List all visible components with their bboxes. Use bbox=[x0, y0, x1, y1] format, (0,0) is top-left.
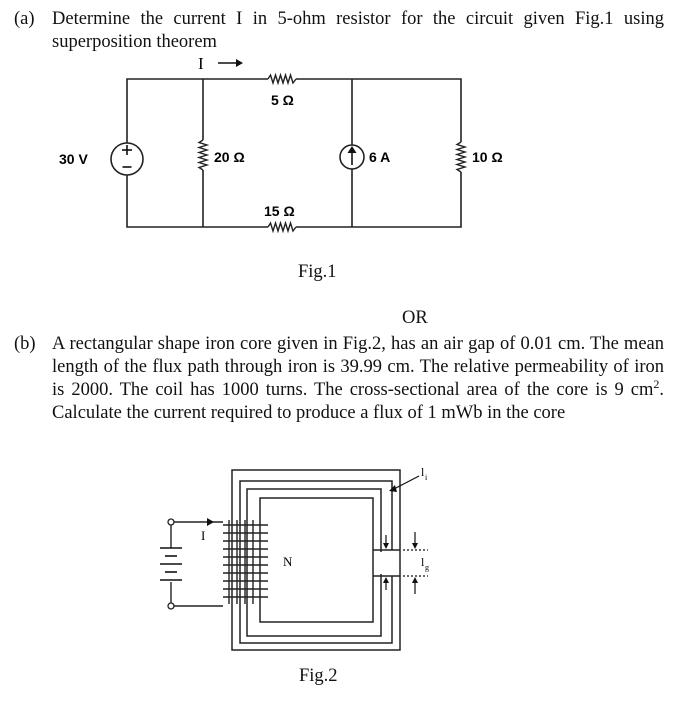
current-source bbox=[339, 144, 365, 170]
battery bbox=[160, 547, 182, 581]
superscript: 2 bbox=[653, 376, 660, 391]
r-bottom-label: 15 Ω bbox=[264, 203, 295, 219]
r-left-label: 20 Ω bbox=[214, 149, 245, 165]
resistor-15-ohm bbox=[267, 220, 297, 234]
gap-length-label: l bbox=[421, 555, 425, 569]
iron-length-label: l bbox=[421, 465, 425, 479]
coil-current-arrow bbox=[207, 518, 214, 526]
question-b-label: (b) bbox=[14, 334, 36, 354]
current-arrow bbox=[218, 59, 243, 67]
figure-2-caption: Fig.2 bbox=[299, 666, 338, 686]
resistor-20-ohm bbox=[196, 139, 210, 171]
resistor-10-ohm bbox=[454, 141, 468, 173]
source-voltage-label: 30 V bbox=[59, 151, 88, 167]
current-label: I bbox=[198, 54, 204, 73]
question-a-label: (a) bbox=[14, 9, 35, 29]
turns-label: N bbox=[283, 554, 293, 569]
figure-1-caption: Fig.1 bbox=[298, 262, 337, 282]
or-separator: OR bbox=[402, 308, 428, 328]
question-a: (a) Determine the current I in 5-ohm res… bbox=[14, 8, 664, 54]
coil-current-label: I bbox=[201, 528, 205, 543]
question-b-text: A rectangular shape iron core given in F… bbox=[52, 334, 664, 423]
r-top-label: 5 Ω bbox=[271, 92, 294, 108]
gap-flux-arrows bbox=[383, 535, 389, 590]
question-b: (b) A rectangular shape iron core given … bbox=[14, 333, 664, 425]
current-source-label: 6 A bbox=[369, 149, 390, 165]
r-right-label: 10 Ω bbox=[472, 149, 503, 165]
gap-length-dimension bbox=[403, 532, 428, 594]
question-a-text: Determine the current I in 5-ohm resisto… bbox=[52, 9, 664, 52]
iron-length-arrow bbox=[389, 475, 420, 492]
iron-length-sub: i bbox=[425, 473, 428, 482]
coil-windings bbox=[223, 520, 268, 604]
gap-length-sub: g bbox=[425, 563, 429, 572]
voltage-source bbox=[110, 142, 144, 176]
resistor-5-ohm bbox=[267, 72, 297, 86]
